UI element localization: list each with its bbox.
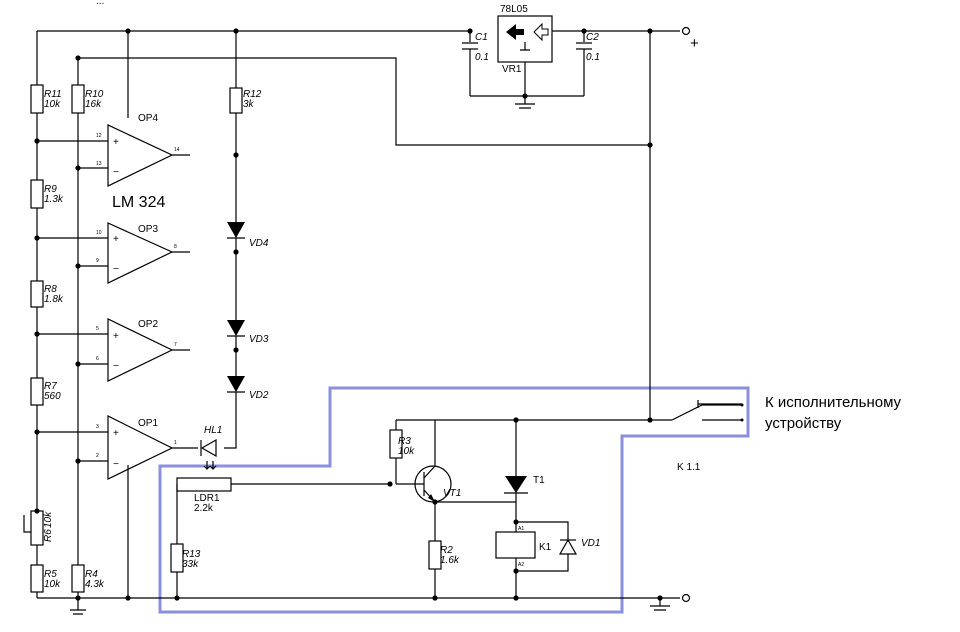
r10-ref: R10 (85, 89, 104, 100)
vd1-label: VD1 (581, 538, 600, 549)
relay-ref: K1 (539, 542, 552, 553)
op2-name: OP2 (138, 319, 158, 330)
r2-ref: R2 (440, 545, 453, 556)
op4-pin-out: 14 (174, 147, 180, 153)
c1-value: 0.1 (475, 52, 489, 63)
op4-pin-minus: 13 (96, 161, 102, 167)
resistor-ladder (23, 84, 108, 598)
r5-value: 10k (44, 579, 61, 590)
svg-text:−: − (113, 459, 119, 470)
op3-pin-plus: 10 (96, 230, 102, 236)
svg-text:−: − (113, 167, 119, 178)
r11-ref: R11 (44, 89, 62, 100)
vd2-label: VD2 (249, 390, 269, 401)
plus-sign: + (690, 35, 699, 52)
t1-label: T1 (533, 475, 545, 486)
ldr-ref: LDR1 (194, 493, 220, 504)
minus-bus (70, 84, 108, 615)
svg-text:−: − (113, 361, 119, 372)
junction-dots (34, 28, 663, 601)
regulator-part: 78L05 (500, 4, 528, 15)
relay-contact: K 1.1 (671, 400, 744, 473)
r7-ref: R7 (44, 381, 57, 392)
r6-value: 10k (43, 511, 54, 528)
op2-pin-out: 7 (174, 342, 177, 348)
r13-value: 33k (182, 559, 199, 570)
c2-ref: C2 (586, 32, 599, 43)
relay-k1: A1 A2 K1 (495, 521, 569, 598)
output-label-line1: К исполнительному (765, 394, 902, 411)
opamp-op2: + − OP2 5 6 7 (96, 318, 190, 382)
vt1-label: VT1 (443, 488, 461, 499)
r9-ref: R9 (44, 184, 57, 195)
op4-pin-plus: 12 (96, 133, 102, 139)
header-text: ... (96, 0, 104, 7)
r12-ref: R12 (243, 89, 262, 100)
hl1-label: HL1 (204, 425, 222, 436)
op1-pin-out: 1 (174, 440, 177, 446)
r8-ref: R8 (44, 284, 57, 295)
terminal-plus: + (681, 26, 699, 52)
diode-vd1: VD1 (558, 538, 600, 555)
capacitor-c1: C1 0.1 (462, 32, 489, 96)
r3-ref: R3 (398, 436, 411, 447)
chip-label: LM 324 (112, 194, 165, 211)
op2-pin-plus: 5 (96, 326, 99, 332)
regulator-vr1: 78L05 VR1 (497, 4, 553, 96)
r9-value: 1.3k (44, 194, 64, 205)
r13-ref: R13 (182, 549, 201, 560)
r5-ref: R5 (44, 569, 57, 580)
op3-name: OP3 (138, 224, 158, 235)
highlight-outline (158, 386, 750, 614)
vd4-label: VD4 (249, 238, 269, 249)
contact-label: K 1.1 (677, 462, 701, 473)
opamp-op3: + − OP3 10 9 8 (96, 222, 190, 284)
thyristor-t1: T1 (504, 420, 545, 532)
diode-chain (224, 87, 245, 449)
svg-text:+: + (113, 234, 119, 245)
terminal-minus (681, 593, 691, 603)
relay-pin-a1: A1 (518, 526, 524, 532)
r12-value: 3k (243, 99, 255, 110)
ldr-value: 2.2k (194, 503, 214, 514)
opamp-op4: + − OP4 12 13 14 (96, 113, 190, 187)
capacitor-c2: C2 0.1 (576, 32, 600, 96)
ldr-sensor: LDR1 2.2k (170, 477, 390, 598)
transistor-stage (389, 419, 672, 598)
op3-pin-out: 8 (174, 244, 177, 250)
r10-value: 16k (85, 99, 102, 110)
op1-name: OP1 (138, 418, 158, 429)
svg-text:+: + (113, 331, 119, 342)
svg-text:−: − (113, 264, 119, 275)
r7-value: 560 (44, 391, 61, 402)
svg-text:+: + (113, 428, 119, 439)
regulator-ref: VR1 (502, 64, 522, 75)
op1-pin-minus: 2 (96, 453, 99, 459)
r8-value: 1.8k (44, 294, 64, 305)
second-rail (77, 31, 651, 420)
op4-name: OP4 (138, 113, 158, 124)
op1-pin-plus: 3 (96, 424, 99, 430)
c1-ref: C1 (475, 32, 488, 43)
r11-value: 10k (44, 99, 61, 110)
svg-text:+: + (113, 137, 119, 148)
r4-ref: R4 (85, 569, 98, 580)
r3-value: 10k (398, 446, 415, 457)
r2-value: 1.6k (440, 555, 460, 566)
vd3-label: VD3 (249, 334, 269, 345)
op2-pin-minus: 6 (96, 356, 99, 362)
r4-value: 4.3k (85, 579, 105, 590)
relay-pin-a2: A2 (518, 562, 524, 568)
r6-ref: R6 (43, 529, 54, 542)
opamp-op1: + − OP1 3 2 1 (96, 415, 198, 480)
output-label-line2: устройству (765, 415, 842, 432)
led-hl1: HL1 (200, 425, 222, 470)
op3-pin-minus: 9 (96, 258, 99, 264)
c2-value: 0.1 (586, 52, 600, 63)
